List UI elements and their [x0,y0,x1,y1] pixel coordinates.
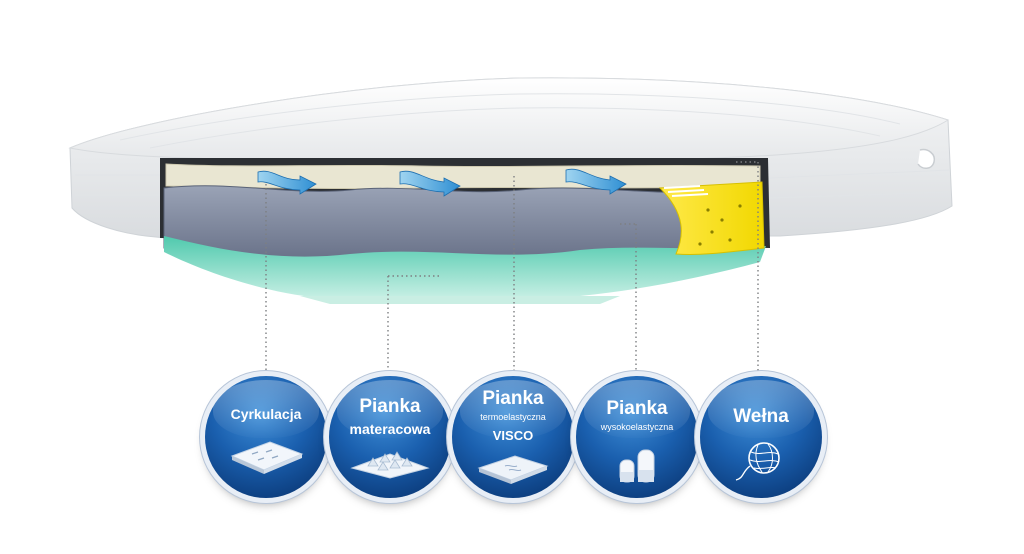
wool-ball-icon [735,442,780,481]
circulation-layer [165,163,761,190]
base-foam-layer [164,236,766,298]
visco-foam-icon [477,455,549,484]
badge-mattress-foam: Pianka materacowa [329,376,451,498]
wool-layer [658,181,765,256]
hr-foam-blocks-icon [619,449,655,483]
badge-title: Pianka [482,388,544,409]
badge-title: Pianka [606,398,668,419]
badge-title: Cyrkulacja [230,406,302,422]
badge-subtitle: termoelastyczna [480,412,546,422]
badge-title: Wełna [733,406,789,427]
badge-extra: VISCO [492,428,534,443]
badge-circulation: Cyrkulacja [205,376,327,498]
circulation-board-icon [230,441,304,474]
airflow-arrows [257,168,627,197]
leader-lines [265,161,759,374]
badge-title: Pianka [359,396,421,417]
egg-crate-foam-icon [350,451,430,479]
badge-wool: Wełna [700,376,822,498]
badge-subtitle: wysokoelastyczna [600,422,674,432]
badge-hr-foam: Pianka wysokoelastyczna [576,376,698,498]
badge-subtitle: materacowa [349,421,431,437]
mattress-cutaway [160,158,770,304]
badge-visco-foam: Pianka termoelastyczna VISCO [452,376,574,498]
